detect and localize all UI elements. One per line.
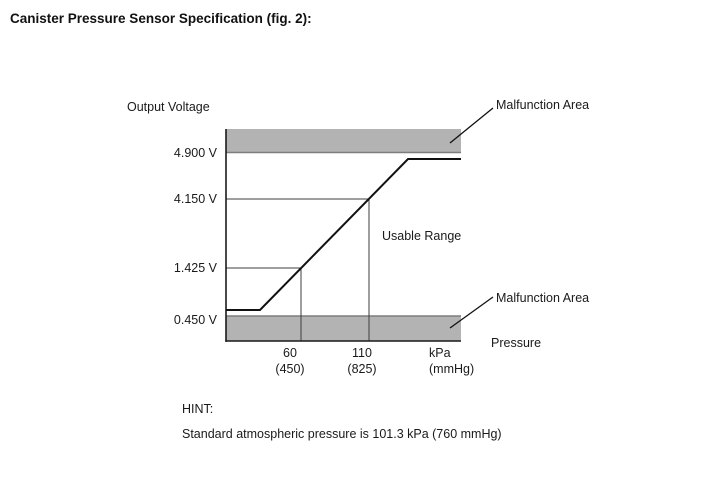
malfunction-band-bottom xyxy=(226,316,461,341)
y-tick-4150v: 4.150 V xyxy=(173,192,217,206)
x-tick-110kpa-mmhg: (825) xyxy=(347,361,377,376)
x-tick-60kpa-value: 60 xyxy=(283,346,297,360)
usable-range-label: Usable Range xyxy=(382,229,462,243)
sensor-output-line xyxy=(226,158,461,311)
malfunction-area-label-top: Malfunction Area xyxy=(496,98,590,112)
y-axis-title: Output Voltage xyxy=(127,100,210,114)
y-tick-4900v: 4.900 V xyxy=(173,146,217,160)
x-tick-60kpa-mmhg: (450) xyxy=(275,361,305,376)
malfunction-top-pointer-line xyxy=(449,107,494,144)
hint-label: HINT: xyxy=(182,402,214,416)
malfunction-bottom-pointer-line xyxy=(449,296,494,329)
x-axis-unit-kpa: kPa xyxy=(429,346,451,360)
x-axis-units: kPa (mmHg) xyxy=(429,346,474,377)
x-tick-60kpa: 60 (450) xyxy=(265,346,315,377)
figure-title: Canister Pressure Sensor Specification (… xyxy=(10,11,312,26)
y-tick-1425v: 1.425 V xyxy=(173,261,217,275)
x-axis-unit-mmhg: (mmHg) xyxy=(429,361,475,376)
hint-text: Standard atmospheric pressure is 101.3 k… xyxy=(182,427,502,441)
x-tick-110kpa: 110 (825) xyxy=(337,346,387,377)
x-tick-110kpa-value: 110 xyxy=(352,346,372,360)
malfunction-band-top xyxy=(226,129,461,153)
x-axis-title: Pressure xyxy=(491,336,542,350)
malfunction-area-label-bottom: Malfunction Area xyxy=(496,291,590,305)
y-tick-0450v: 0.450 V xyxy=(173,313,217,327)
